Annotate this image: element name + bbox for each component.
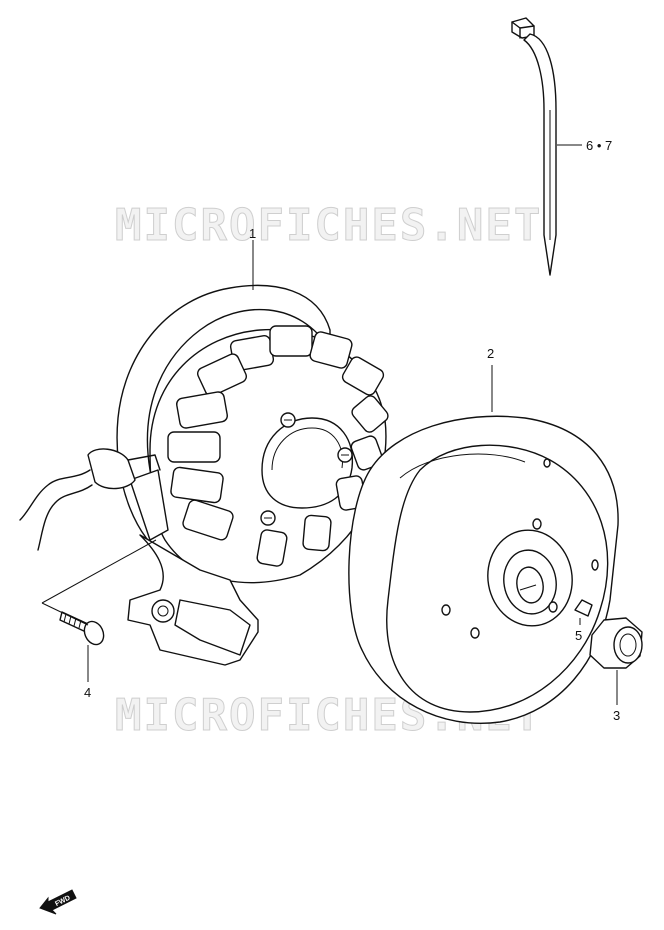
callout-rotor: 2 [487,346,494,361]
screw [59,611,105,646]
callout-screw: 4 [84,685,91,700]
callout-nut: 3 [613,708,620,723]
woodruff-key [574,599,593,617]
callout-key: 5 [575,628,582,643]
leader-screw-assembly [41,539,157,626]
rotor [348,415,619,724]
callout-clamp: 6 • 7 [586,138,612,153]
watermark-top: MICROFICHES.NET [115,200,542,251]
callout-stator: 1 [249,226,256,241]
cable-tie [511,17,557,276]
fwd-label: FWD [54,895,71,908]
nut [589,617,643,669]
fwd-arrow-icon: FWD [39,889,77,915]
stator-assembly [19,284,389,666]
